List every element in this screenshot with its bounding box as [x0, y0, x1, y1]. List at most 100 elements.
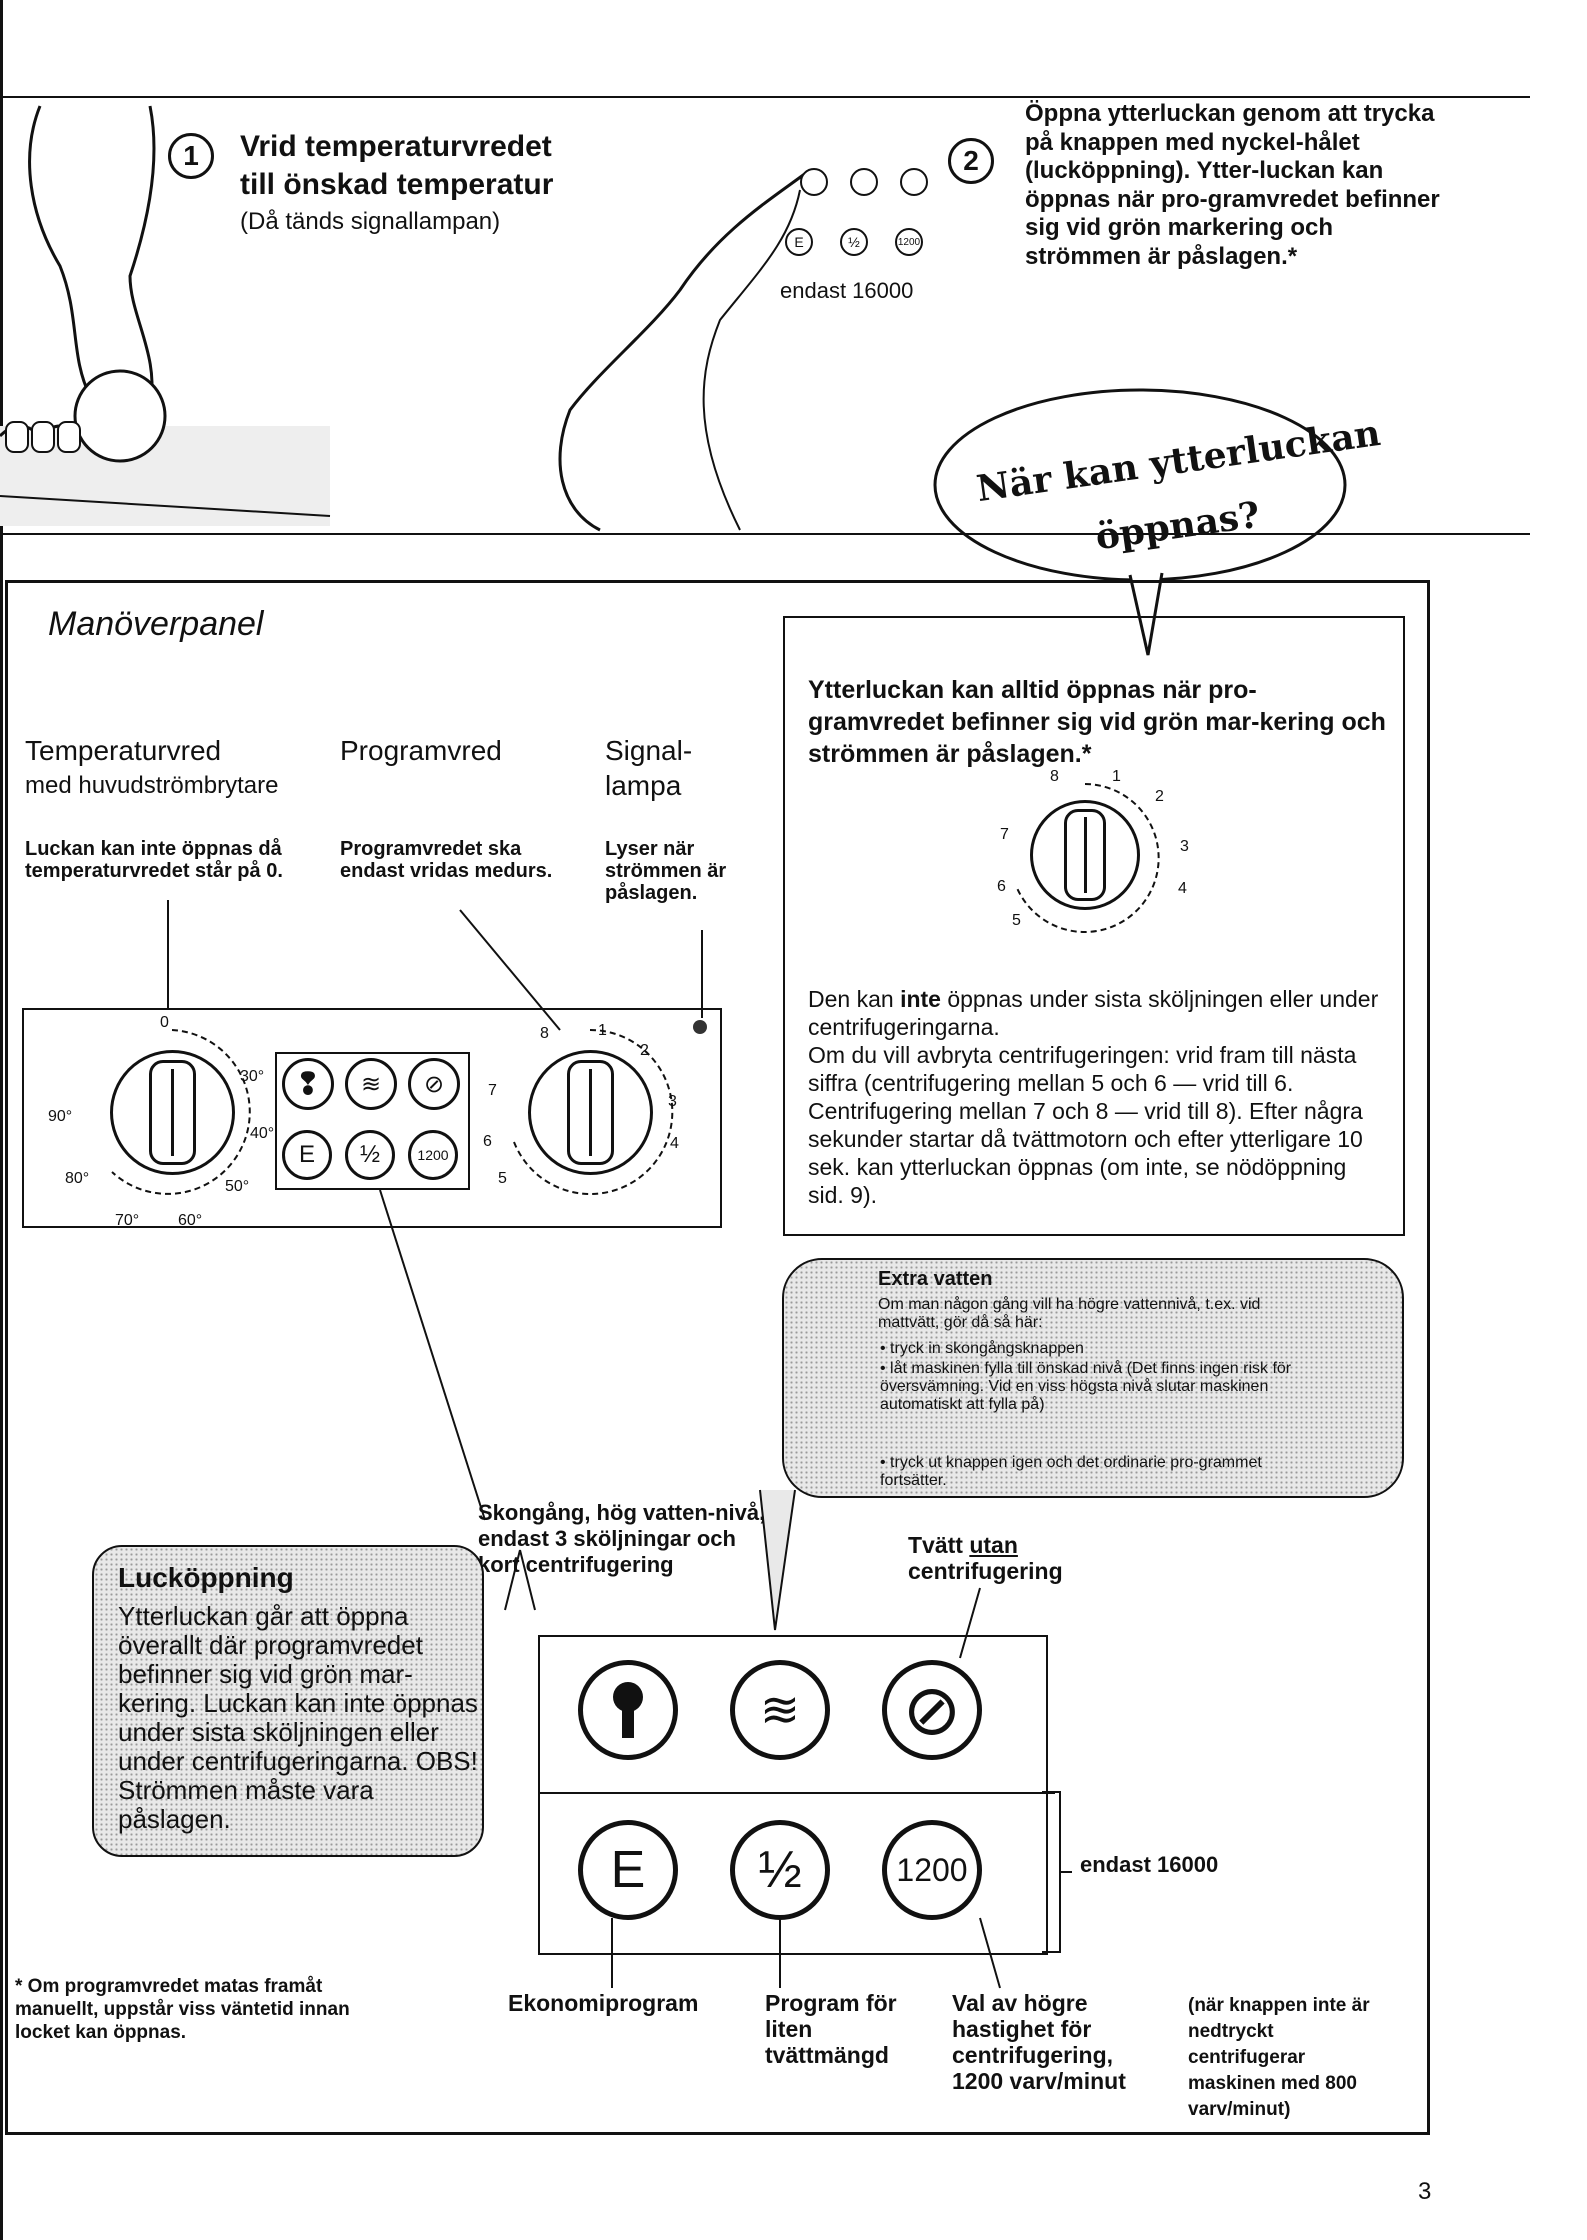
info-tick-8: 8	[1050, 768, 1059, 785]
info-tick-1: 1	[1112, 768, 1121, 785]
info-dial-arc	[1016, 783, 1160, 933]
mini-endast-16000: endast 16000	[780, 278, 914, 303]
small-no-spin-button[interactable]: ⊘	[408, 1058, 460, 1110]
step-1-title-line1: Vrid temperaturvredet	[240, 130, 552, 163]
utan-label: Tvätt utan centrifugering	[908, 1532, 1063, 1584]
step-1-note: (Då tänds signallampan)	[240, 208, 501, 235]
top-rule	[0, 96, 1530, 98]
extra-item-1-text: tryck in skongångsknappen	[890, 1340, 1084, 1357]
label-nar-knappen: (när knappen inte är nedtryckt centrifug…	[1188, 1995, 1370, 2120]
mini-key-button	[800, 168, 828, 196]
small-button-group	[275, 1052, 470, 1190]
info-body-line1: Den kan inte öppnas under sista sköljnin…	[808, 985, 1388, 1041]
extra-item-1: • tryck in skongångsknappen	[880, 1340, 1084, 1357]
temp-tick-90: 90°	[48, 1108, 73, 1125]
utan-pre: Tvätt	[908, 1532, 970, 1558]
extra-title: Extra vatten	[878, 1268, 993, 1290]
big-half-button[interactable]: ½	[730, 1820, 830, 1920]
info-tick-3: 3	[1180, 838, 1189, 855]
temp-tick-40: 40°	[250, 1125, 275, 1142]
label-liten-tvattmangd: Program för liten tvättmängd	[765, 1990, 897, 2068]
skongang-label: Skongång, hög vatten-nivå, endast 3 sköl…	[478, 1500, 766, 1577]
utan-pointer	[959, 1587, 981, 1659]
utan-post: centrifugering	[908, 1558, 1063, 1584]
skongang-pointers	[379, 1189, 536, 1611]
prog-tick-8: 8	[540, 1025, 549, 1042]
water-level-icon: ≋	[360, 1070, 382, 1098]
luck-title: Lucköppning	[118, 1562, 294, 1593]
prog-tick-5: 5	[498, 1170, 507, 1187]
prog-tick-1: 1	[598, 1022, 607, 1039]
utan-underlined: utan	[969, 1532, 1018, 1558]
extra-vatten-box	[782, 1258, 1404, 1498]
label-val-av: Val av högre hastighet för centrifugerin…	[952, 1990, 1126, 2094]
key-icon: ❢	[295, 1067, 321, 1101]
program-arc	[513, 1028, 674, 1195]
small-1200-button[interactable]: 1200	[408, 1130, 458, 1180]
info-body-pre: Den kan	[808, 986, 901, 1012]
mini-half-button: ½	[840, 228, 868, 256]
temp-tick-50: 50°	[225, 1178, 250, 1195]
temperature-knob[interactable]	[110, 1050, 235, 1175]
control-panel	[22, 1008, 722, 1228]
no-spin-icon: ⊘	[423, 1070, 445, 1098]
mini-no-spin-button	[900, 168, 928, 196]
mini-e-button: E	[785, 228, 813, 256]
no-spin-icon: ⊘	[902, 1671, 962, 1749]
small-skongang-button[interactable]: ≋	[345, 1058, 397, 1110]
info-tick-7: 7	[1000, 826, 1009, 843]
panel-title: Manöverpanel	[48, 605, 264, 643]
page-number: 3	[1418, 2178, 1432, 2205]
mini-skongang-button	[850, 168, 878, 196]
left-margin-rule	[0, 0, 3, 2240]
signal-title-line2: lampa	[605, 770, 682, 801]
prog-tick-7: 7	[488, 1082, 497, 1099]
extra-item-3: • tryck ut knappen igen och det ordinari…	[880, 1454, 1262, 1489]
step-2-text: Öppna ytterluckan genom att trycka på kn…	[1025, 100, 1440, 270]
big-key-button[interactable]	[578, 1660, 678, 1760]
big-1200-button[interactable]: 1200	[882, 1820, 982, 1920]
signal-lamp	[693, 1020, 707, 1034]
prog-tick-3: 3	[668, 1093, 677, 1110]
luckoppning-box	[92, 1545, 484, 1857]
bracket-16000	[1042, 1791, 1072, 1953]
luck-text: Ytterluckan går att öppna överallt där p…	[118, 1601, 478, 1834]
prog-tick-4: 4	[670, 1135, 679, 1152]
info-tick-2: 2	[1155, 788, 1164, 805]
main-frame	[5, 580, 1430, 2135]
small-key-button[interactable]: ❢	[282, 1058, 334, 1110]
step-1-title-line2: till önskad temperatur	[240, 168, 554, 201]
info-program-dial	[1030, 800, 1140, 910]
pointing-hand-illustration	[558, 168, 811, 532]
small-half-button[interactable]: ½	[345, 1130, 395, 1180]
info-tick-6: 6	[997, 878, 1006, 895]
big-panel-divider	[540, 1792, 1055, 1794]
footnote: * Om programvredet matas framåt manuellt…	[15, 1976, 350, 2043]
step-1-number: 1	[168, 133, 214, 179]
program-knob[interactable]	[528, 1050, 653, 1175]
big-skongang-button[interactable]: ≋	[730, 1660, 830, 1760]
temp-desc: Luckan kan inte öppnas då temperaturvred…	[25, 838, 283, 882]
temp-tick-60: 60°	[178, 1212, 203, 1229]
extra-item-2: • låt maskinen fylla till önskad nivå (D…	[880, 1360, 1292, 1413]
panel-pointers	[167, 900, 703, 1031]
prog-tick-6: 6	[483, 1133, 492, 1150]
bottom-pointers	[611, 1917, 1001, 1989]
water-level-icon: ≋	[759, 1684, 801, 1737]
temp-tick-70: 70°	[115, 1212, 140, 1229]
temp-sub: med huvudströmbrytare	[25, 772, 279, 799]
temp-tick-80: 80°	[65, 1170, 90, 1187]
info-heading: Ytterluckan kan alltid öppnas när pro-gr…	[808, 676, 1386, 768]
info-body-post: öppnas under sista sköljningen eller und…	[808, 986, 1379, 1040]
big-e-button[interactable]: E	[578, 1820, 678, 1920]
info-tick-4: 4	[1178, 880, 1187, 897]
temp-tick-30: 30°	[240, 1068, 265, 1085]
prog-desc: Programvredet ska endast vridas medurs.	[340, 838, 553, 882]
temp-tick-0: 0	[160, 1014, 169, 1031]
info-body-bold: inte	[900, 986, 941, 1012]
info-tick-5: 5	[1012, 912, 1021, 929]
small-e-button[interactable]: E	[282, 1130, 332, 1180]
big-no-spin-button[interactable]: ⊘	[882, 1660, 982, 1760]
mid-rule	[0, 533, 1530, 535]
extra-item-3-text: tryck ut knappen igen och det ordinarie …	[880, 1454, 1262, 1489]
